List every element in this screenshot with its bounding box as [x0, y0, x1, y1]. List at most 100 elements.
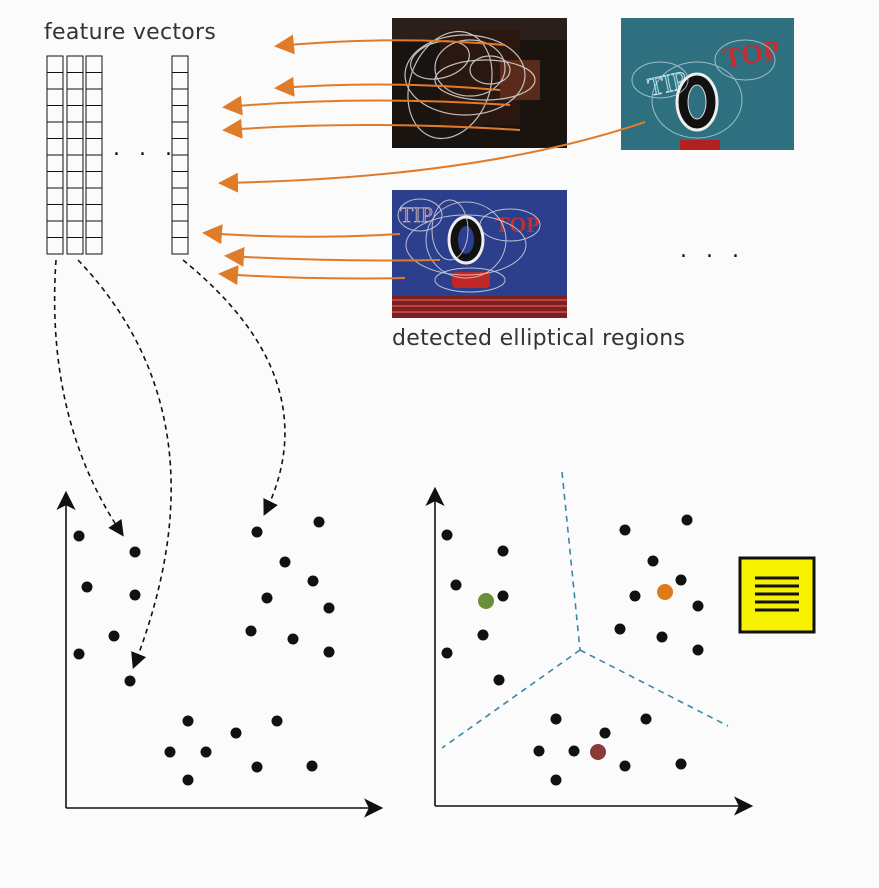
vector-cell	[66, 154, 84, 172]
vector-cell	[171, 204, 189, 222]
scatter-point	[497, 590, 509, 602]
vector-cell	[85, 187, 103, 205]
vector-cell	[171, 88, 189, 106]
feature-vectors-label: feature vectors	[44, 20, 217, 45]
scatter-point	[108, 630, 120, 642]
vector-cell	[85, 72, 103, 90]
scatter-point	[477, 629, 489, 641]
vector-cell	[66, 204, 84, 222]
vector-cell	[66, 171, 84, 189]
vector-cell	[171, 237, 189, 255]
right-plot-points	[441, 514, 704, 786]
left-plot-points	[73, 516, 335, 786]
vector-cell	[66, 105, 84, 123]
scatter-point	[129, 546, 141, 558]
scatter-point	[550, 774, 562, 786]
scatter-point	[675, 574, 687, 586]
vector-cell	[66, 187, 84, 205]
vector-cell	[46, 220, 64, 238]
scatter-point	[441, 647, 453, 659]
vector-cell	[46, 237, 64, 255]
vector-cell	[85, 55, 103, 73]
centroid-green	[478, 593, 494, 609]
scatter-point	[81, 581, 93, 593]
vector-cell	[85, 204, 103, 222]
vector-cell	[85, 171, 103, 189]
image-ellipsis: . . .	[680, 238, 745, 263]
scatter-point	[124, 675, 136, 687]
vector-cell	[46, 154, 64, 172]
left-plot-axes	[56, 490, 384, 818]
vector-cell	[85, 105, 103, 123]
vector-cell	[171, 171, 189, 189]
svg-text:TOP: TOP	[495, 212, 540, 237]
scatter-point	[182, 715, 194, 727]
scatter-point	[533, 745, 545, 757]
vector-cell	[46, 88, 64, 106]
vector-cell	[85, 237, 103, 255]
feature-vector-columns	[46, 55, 189, 255]
scatter-point	[647, 555, 659, 567]
vector-cell	[171, 187, 189, 205]
vector-cell	[46, 55, 64, 73]
scatter-point	[656, 631, 668, 643]
scatter-point	[251, 761, 263, 773]
vector-cell	[66, 55, 84, 73]
vector-cell	[66, 88, 84, 106]
vector-cell	[171, 220, 189, 238]
image-tip-top-sign: TIP TOP	[621, 18, 794, 150]
vector-cell	[66, 138, 84, 156]
vector-cell	[66, 237, 84, 255]
scatter-point	[619, 524, 631, 536]
vector-cell	[46, 121, 64, 139]
scatter-point	[493, 674, 505, 686]
scatter-point	[182, 774, 194, 786]
scatter-point	[287, 633, 299, 645]
scatter-point	[261, 592, 273, 604]
scatter-point	[245, 625, 257, 637]
vector-cell	[46, 171, 64, 189]
scatter-point	[599, 727, 611, 739]
region-to-vector-arrows	[202, 34, 646, 286]
scatter-point	[629, 590, 641, 602]
vector-cell	[66, 121, 84, 139]
vector-ellipsis: . . .	[113, 136, 178, 161]
vector-cell	[46, 138, 64, 156]
vector-cell	[171, 55, 189, 73]
scatter-point	[323, 602, 335, 614]
scatter-point	[313, 516, 325, 528]
right-plot-axes	[425, 486, 754, 816]
vector-cell	[46, 72, 64, 90]
scatter-point	[568, 745, 580, 757]
scatter-point	[640, 713, 652, 725]
vector-to-point-arrows	[53, 259, 286, 669]
scatter-point	[497, 545, 509, 557]
scatter-point	[306, 760, 318, 772]
vector-cell	[85, 220, 103, 238]
vector-cell	[85, 138, 103, 156]
detected-regions-label: detected elliptical regions	[392, 326, 686, 351]
scatter-point	[450, 579, 462, 591]
scatter-point	[675, 758, 687, 770]
scatter-point	[692, 600, 704, 612]
scatter-point	[614, 623, 626, 635]
svg-text:TIP: TIP	[400, 202, 433, 227]
scatter-point	[323, 646, 335, 658]
vector-cell	[171, 72, 189, 90]
centroid-red	[590, 744, 606, 760]
vector-cell	[46, 204, 64, 222]
scatter-point	[271, 715, 283, 727]
vector-cell	[85, 88, 103, 106]
scatter-point	[619, 760, 631, 772]
scatter-point	[441, 529, 453, 541]
vector-cell	[46, 187, 64, 205]
centroid-orange	[657, 584, 673, 600]
codebook-icon	[738, 556, 816, 634]
scatter-point	[73, 648, 85, 660]
scatter-point	[251, 526, 263, 538]
voronoi-boundaries	[441, 471, 729, 749]
scatter-point	[681, 514, 693, 526]
vector-cell	[85, 154, 103, 172]
scatter-point	[230, 727, 242, 739]
vector-cell	[46, 105, 64, 123]
